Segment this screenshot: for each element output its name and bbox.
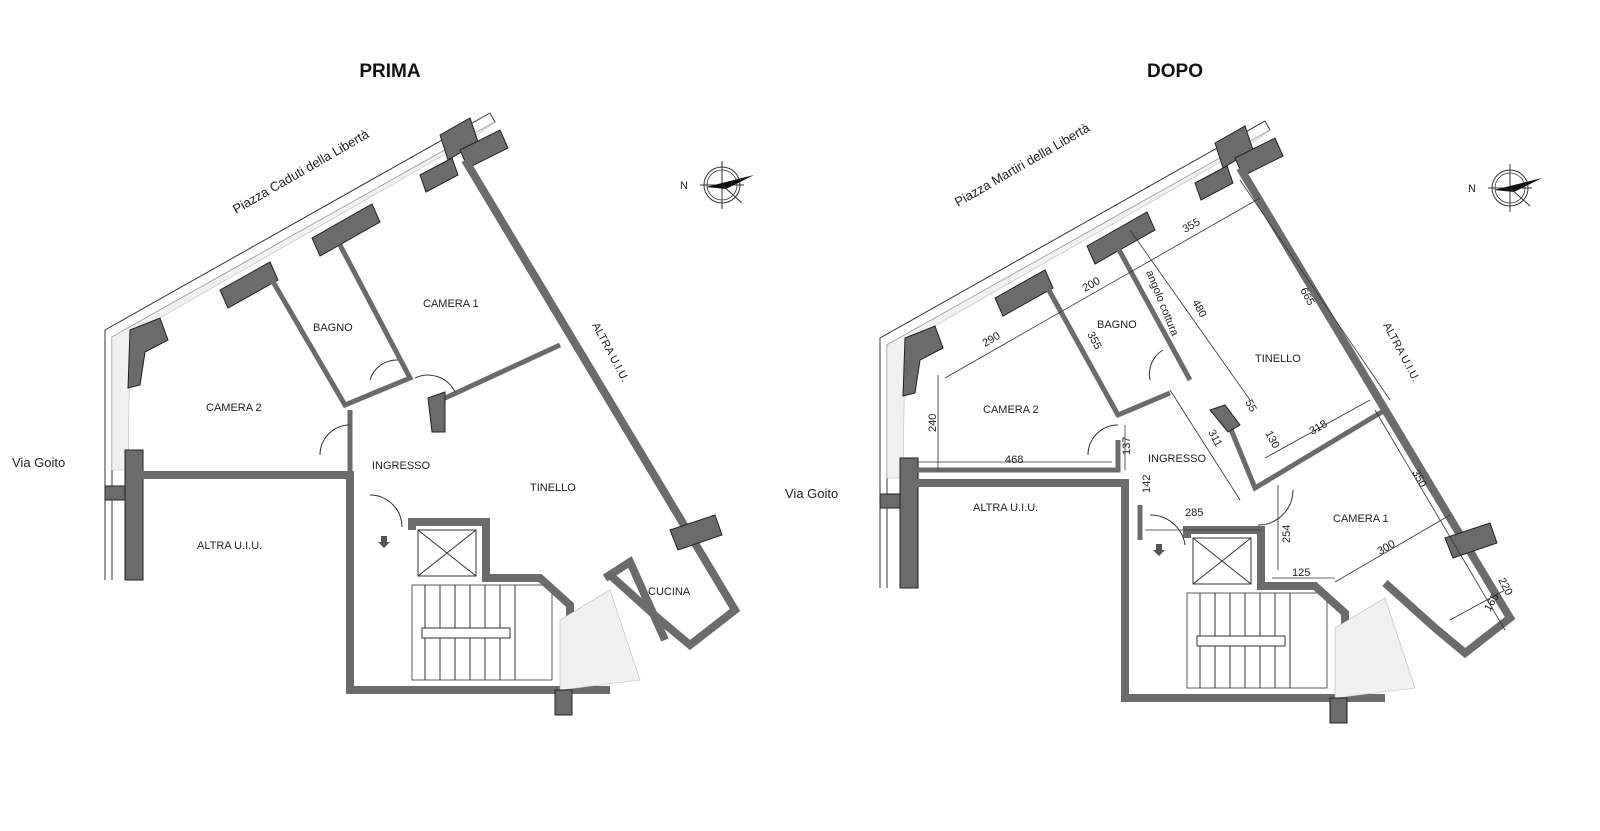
svg-text:240: 240 [927,414,939,432]
street-label-before: Via Goito [12,455,65,470]
svg-text:480: 480 [1189,298,1208,320]
svg-text:254: 254 [1281,525,1293,543]
compass-before: N [680,160,755,210]
room-bagno: BAGNO [313,322,353,334]
svg-text:142: 142 [1141,475,1153,493]
title-after: DOPO [1147,61,1203,82]
svg-text:311: 311 [1205,428,1224,449]
room-altra-uiu-left: ALTRA U.I.U. [197,540,262,552]
plan-after: 355 200 290 480 665 355 240 468 137 311 … [785,120,1543,723]
street-label-after: Via Goito [785,486,838,501]
room-bagno-after: BAGNO [1097,319,1137,331]
room-cucina: CUCINA [648,586,691,598]
room-ingresso: INGRESSO [372,460,431,472]
svg-text:318: 318 [1308,418,1330,438]
svg-text:200: 200 [1081,275,1103,295]
room-camera1: CAMERA 1 [423,298,479,310]
svg-text:N: N [1468,183,1476,195]
dimension-lines [918,179,1506,631]
room-camera2-after: CAMERA 2 [983,404,1039,416]
svg-text:355: 355 [1084,330,1103,352]
svg-text:300: 300 [1376,538,1398,558]
room-tinello-after: TINELLO [1255,353,1301,365]
svg-text:N: N [680,180,688,192]
room-altra-uiu-right-after: ALTRA U.I.U. [1380,321,1421,384]
svg-text:137: 137 [1121,437,1133,455]
compass-after: N [1468,163,1543,213]
room-altra-uiu-left-after: ALTRA U.I.U. [973,502,1038,514]
svg-text:125: 125 [1292,567,1310,579]
svg-text:130: 130 [1262,429,1281,451]
room-camera1-after: CAMERA 1 [1333,513,1389,525]
plan-before: N Piazza Caduti della Libertà Via Goito … [12,113,755,715]
title-before: PRIMA [359,61,421,82]
svg-text:468: 468 [1005,454,1023,466]
svg-text:285: 285 [1185,507,1203,519]
square-label-after: Piazza Martiri della Libertà [952,120,1093,210]
room-camera2: CAMERA 2 [206,402,262,414]
svg-text:55: 55 [1242,398,1258,414]
room-ingresso-after: INGRESSO [1148,453,1207,465]
room-tinello: TINELLO [530,482,576,494]
